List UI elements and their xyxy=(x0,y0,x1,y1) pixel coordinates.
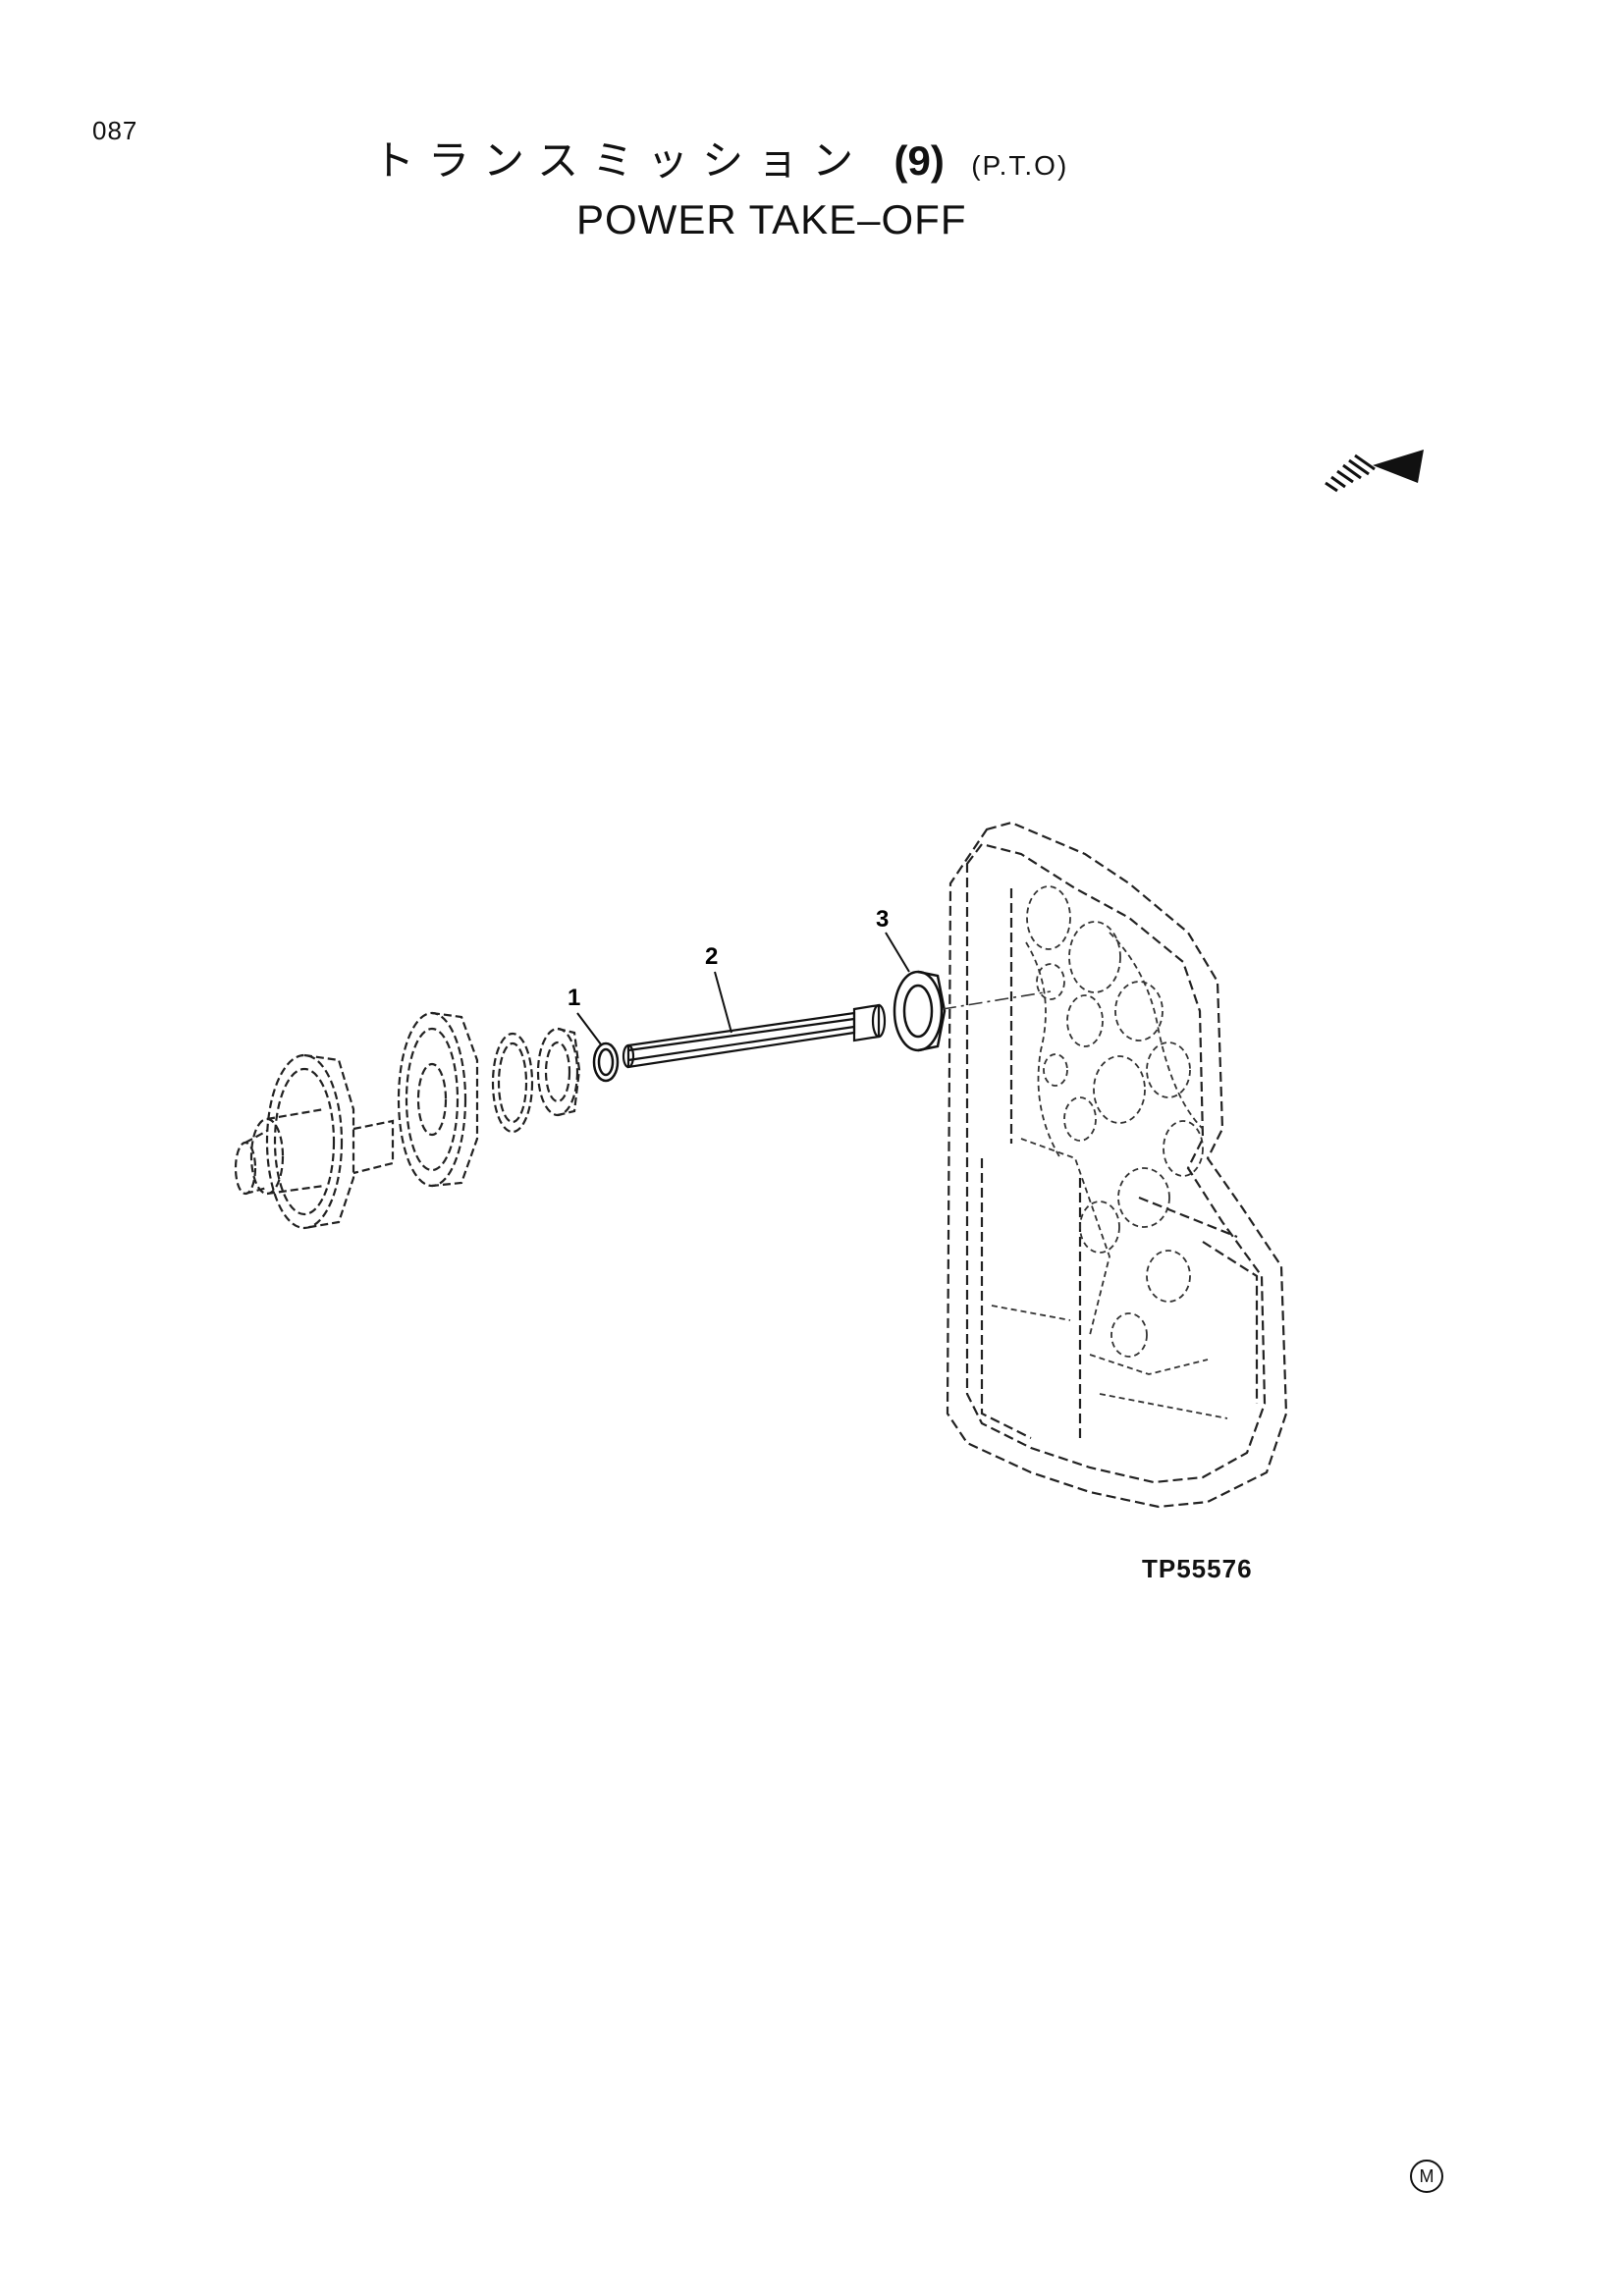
gear-wheel xyxy=(397,1011,479,1188)
figure-code: TP55576 xyxy=(1142,1554,1253,1583)
gear-bearing xyxy=(536,1027,581,1117)
title-english: POWER TAKE–OFF xyxy=(576,196,967,242)
part-1-o-ring xyxy=(592,1041,620,1083)
part-3-bearing xyxy=(893,970,947,1052)
front-direction-arrow-icon xyxy=(1325,450,1424,493)
title-section-number: (9) xyxy=(893,137,945,184)
assembly-centerline xyxy=(942,990,1052,1010)
callout-1: 1 xyxy=(568,985,580,1011)
m-mark-icon: M xyxy=(1410,2160,1443,2193)
title-block: トランスミッション (9) (P.T.O) xyxy=(373,135,1257,191)
snap-ring xyxy=(491,1032,534,1134)
part-2-shaft xyxy=(622,1003,887,1069)
page-number: 087 xyxy=(92,116,138,145)
callout-2: 2 xyxy=(705,943,718,970)
transmission-housing xyxy=(946,821,1288,1509)
title-japanese: トランスミッション xyxy=(373,136,868,185)
pto-gear xyxy=(234,1053,395,1230)
leader-lines xyxy=(576,932,910,1045)
callout-3: 3 xyxy=(876,906,889,933)
housing-internal-detail xyxy=(991,885,1228,1419)
title-japanese-line: トランスミッション (9) (P.T.O) xyxy=(373,135,1257,191)
title-abbrev: (P.T.O) xyxy=(971,150,1069,181)
